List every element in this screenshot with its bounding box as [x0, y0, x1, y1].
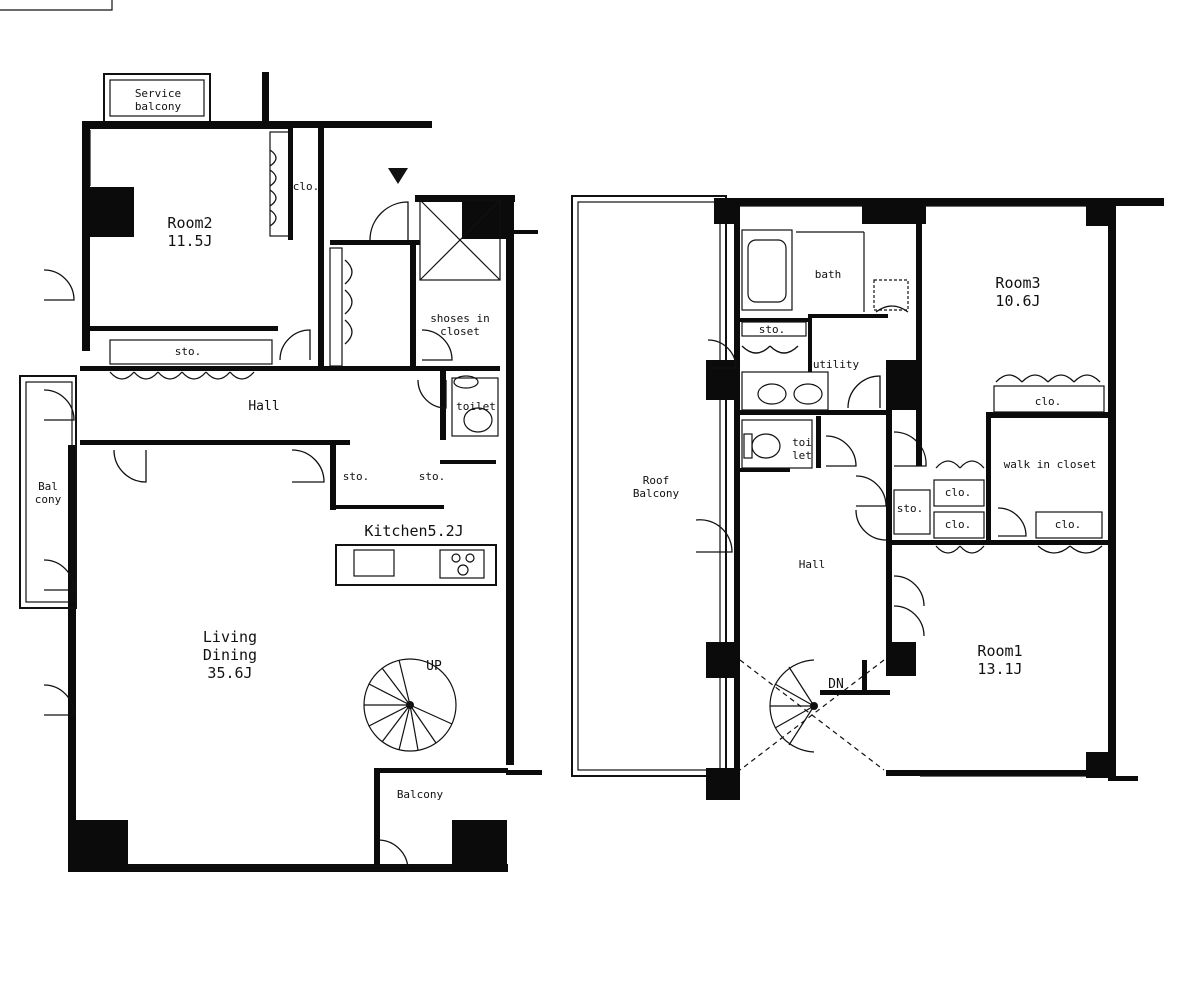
upper-hall-label: Hall [799, 558, 826, 571]
spiral-stair-up [363, 658, 457, 752]
utility-storage-label: sto. [759, 323, 786, 336]
stairs-up-label: UP [426, 659, 442, 674]
room2-closet-label: clo. [293, 180, 320, 193]
column-sw [68, 820, 128, 872]
upper-storage-label: sto. [897, 502, 924, 515]
toilet-label: toilet [456, 400, 496, 413]
utility-label: utility [813, 358, 860, 371]
hall-label: Hall [248, 399, 279, 414]
room1-size: 13.1J [977, 660, 1022, 678]
living-size: 35.6J [207, 664, 252, 682]
kitchen-label: Kitchen5.2J [364, 522, 463, 540]
living-name1: Living [203, 628, 257, 646]
stairs-down-label: DN [828, 677, 844, 692]
side-balcony-outline [19, 375, 77, 609]
bath-label: bath [815, 268, 842, 281]
room1-name: Room1 [977, 642, 1022, 660]
small-storage2-label: sto. [419, 470, 446, 483]
roof-balcony-outline [571, 195, 727, 777]
column-nw [82, 187, 134, 237]
walk-in-closet-label: walk in closet [1004, 458, 1097, 471]
closet-c-label: clo. [1055, 518, 1082, 531]
closet-a-label: clo. [945, 486, 972, 499]
frame-corner [0, 0, 113, 11]
spiral-stair-down [739, 659, 885, 771]
living-name2: Dining [203, 646, 257, 664]
column-se [452, 820, 507, 872]
room2-name: Room2 [167, 214, 212, 232]
front-balcony-label: Balcony [397, 788, 444, 801]
closet-b-label: clo. [945, 518, 972, 531]
small-storage-label: sto. [343, 470, 370, 483]
room3-name: Room3 [995, 274, 1040, 292]
room2-size: 11.5J [167, 232, 212, 250]
entrance-arrow-icon [388, 168, 408, 184]
room3-size: 10.6J [995, 292, 1040, 310]
hall-storage-label: sto. [175, 345, 202, 358]
room3-closet-label: clo. [1035, 395, 1062, 408]
